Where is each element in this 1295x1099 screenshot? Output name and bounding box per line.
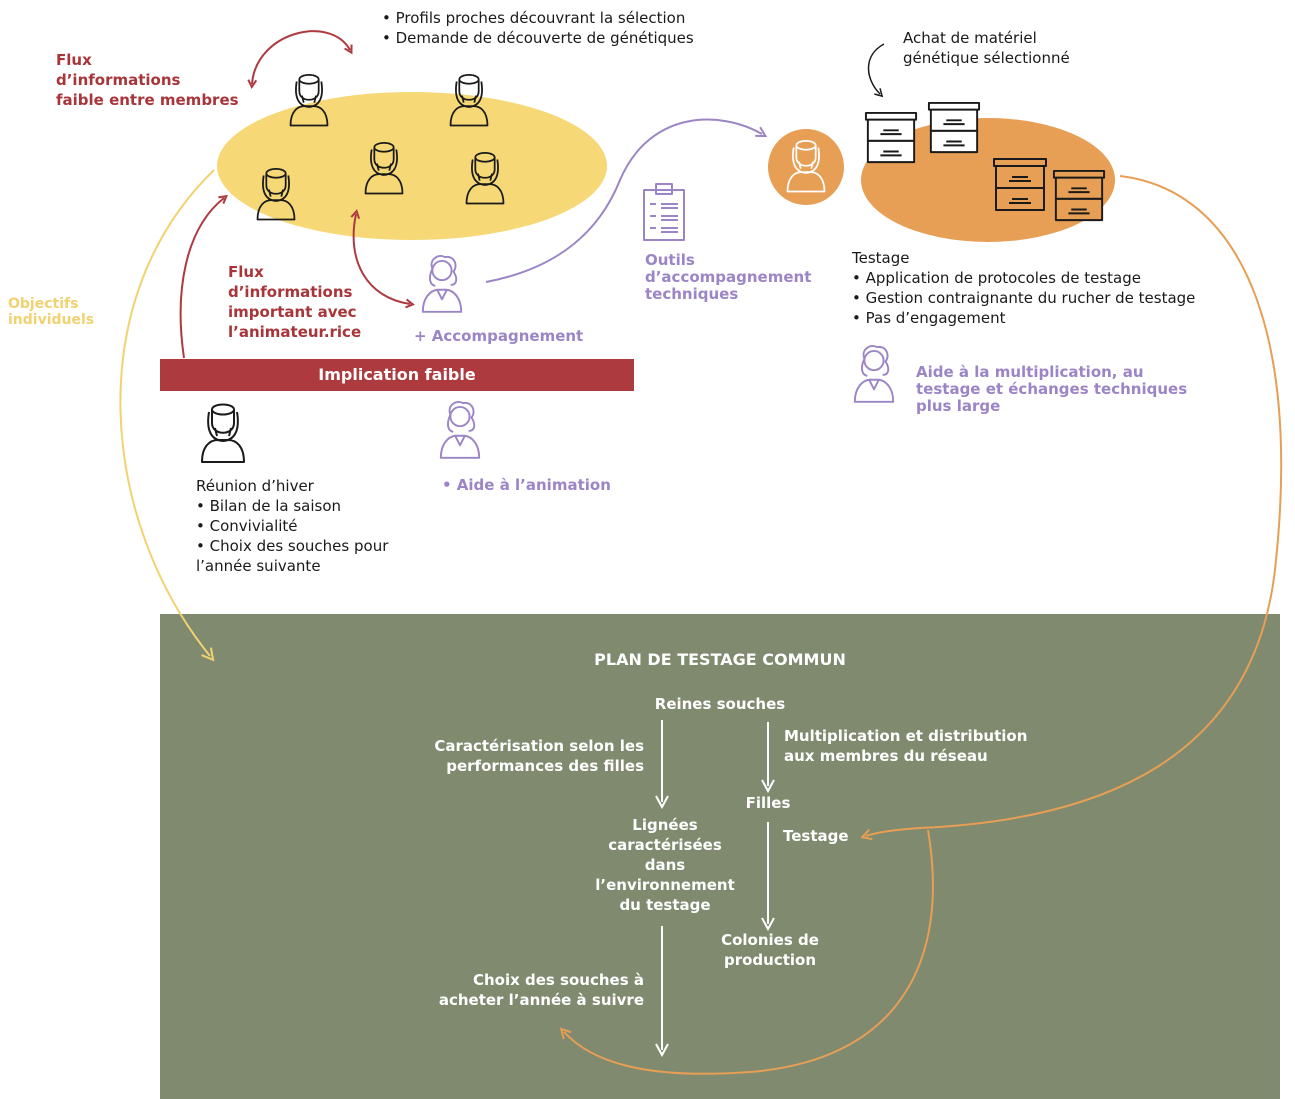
caracterisation-label: Caractérisation selon les performances d… (434, 737, 644, 775)
multiplication-label: Multiplication et distribution aux membr… (784, 727, 1028, 765)
implication-arrow (179, 198, 224, 359)
winter-block: Réunion d’hiver Bilan de la saison Convi… (196, 476, 388, 576)
list-item: Demande de découverte de génétiques (382, 28, 694, 48)
testing-loop-arrow (866, 175, 1283, 836)
lignees-label: Lignées caractérisées dans l’environneme… (595, 816, 735, 914)
tools-arrow (485, 118, 762, 283)
aide-multiplication-label: Aide à la multiplication, au testage et … (916, 363, 1188, 415)
hive-icon (1052, 169, 1106, 222)
hive-icon (992, 157, 1048, 212)
list-item: Bilan de la saison (196, 496, 388, 516)
aide-animation-label: • Aide à l’animation (442, 476, 611, 494)
objectives-arrow (119, 169, 215, 662)
list-item: Gestion contraignante du rucher de testa… (852, 288, 1196, 308)
filles-label: Filles (745, 794, 791, 812)
achat-arrow (867, 43, 885, 98)
plan-panel (160, 614, 1280, 1099)
objectives-label: Objectifs individuels (8, 296, 95, 328)
animator-icon (439, 400, 481, 459)
group-ellipse (217, 92, 607, 240)
list-item: Convivialité (196, 516, 388, 536)
profiles-list: Profils proches découvrant la sélection … (382, 8, 694, 48)
list-item: Application de protocoles de testage (852, 268, 1195, 288)
list-item: Choix des souches pour (196, 536, 389, 556)
implication-label: Implication faible (318, 365, 476, 384)
selection-loop-arrow (564, 829, 934, 1075)
testage-block: Testage Application de protocoles de tes… (852, 248, 1195, 328)
achat-label: Achat de matériel génétique sélectionné (903, 29, 1070, 67)
list-item: Profils proches découvrant la sélection (382, 8, 694, 28)
animator-icon (421, 254, 463, 313)
tools-label: Outils d’accompagnement techniques (645, 251, 812, 303)
animator-icon (853, 344, 895, 403)
weak-flux-arrow (252, 30, 350, 84)
list-item: Pas d’engagement (852, 308, 1195, 328)
winter-tail: l’année suivante (196, 557, 321, 575)
testing-ellipse (861, 118, 1115, 242)
strong-flux-arrow (354, 214, 410, 304)
choix-label: Choix des souches à acheter l’année à su… (438, 971, 644, 1009)
winter-title: Réunion d’hiver (196, 477, 314, 495)
beekeeper-icon (201, 403, 245, 463)
hive-icon (864, 111, 918, 164)
plan-title: PLAN DE TESTAGE COMMUN (594, 650, 846, 669)
weak-flux-label: Flux d’informations faible entre membres (56, 51, 239, 109)
accompagnement-label: + Accompagnement (414, 327, 584, 345)
testage-title: Testage (852, 249, 910, 267)
testage-step-label: Testage (783, 827, 849, 845)
colonies-label: Colonies de production (721, 931, 819, 969)
strong-flux-label: Flux d’informations important avec l’ani… (228, 263, 362, 341)
reines-label: Reines souches (654, 695, 786, 713)
individual-circle (768, 129, 844, 205)
clipboard-icon (643, 183, 685, 241)
implication-bar (160, 359, 634, 391)
hive-icon (927, 101, 981, 154)
